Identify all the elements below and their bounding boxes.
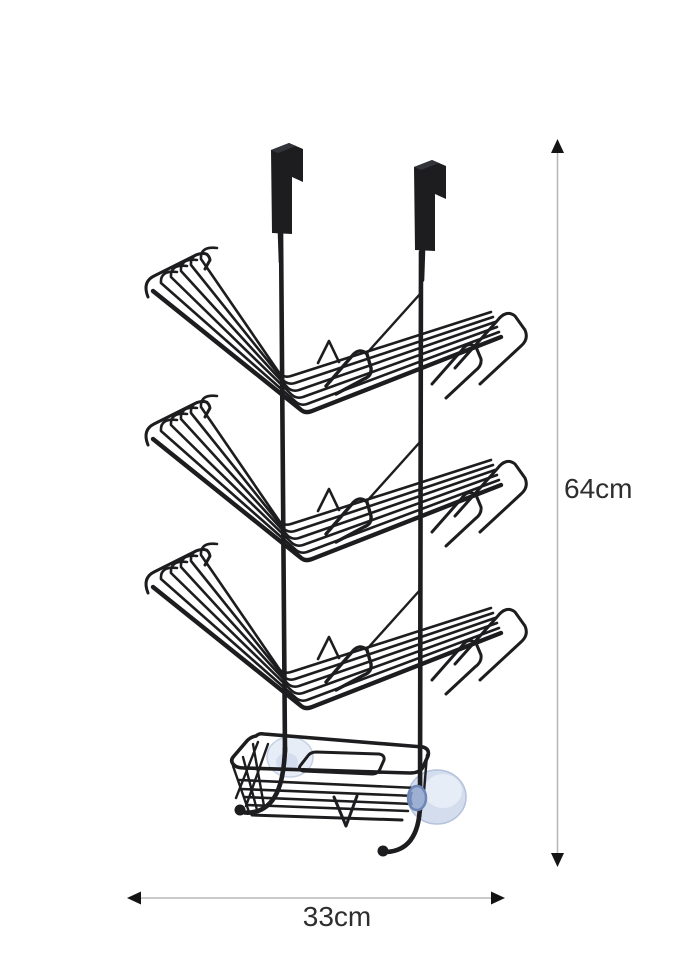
height-dimension: 64cm [551,139,632,867]
arrow-right-icon [491,891,505,905]
arrow-down-icon [551,853,564,867]
hanging-hook-right [383,803,423,855]
height-dimension-label: 64cm [564,473,632,504]
width-dimension-label: 33cm [303,901,371,932]
hook-ball-right [377,845,389,857]
bottom-basket [229,731,431,828]
door-hook-right [414,160,446,283]
door-hook-left [271,143,303,265]
suction-cup-neck [406,784,428,812]
width-dimension: 33cm [127,891,505,932]
shelf-tier-3 [146,544,526,708]
arrow-up-icon [551,139,564,153]
suction-cup-right [407,769,467,825]
shelf-tier-1 [146,248,526,412]
hanging-rails [234,227,424,857]
shelf-tier-2 [146,396,526,560]
arrow-left-icon [127,891,141,905]
hook-ball-left [234,804,246,816]
over-door-rack [146,143,526,857]
